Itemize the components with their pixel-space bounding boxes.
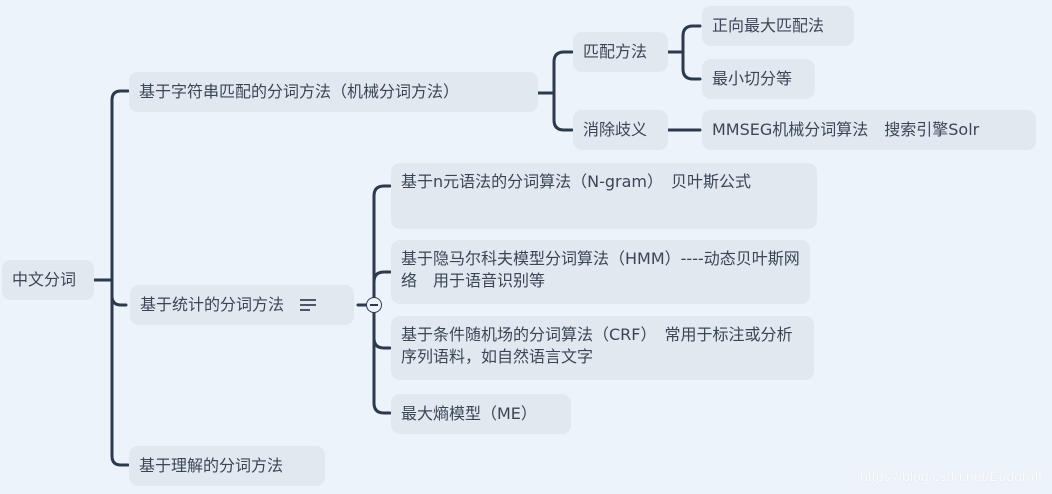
leaf-label: 正向最大匹配法 — [712, 16, 825, 35]
leaf-min-segmentation[interactable]: 最小切分等 — [702, 59, 815, 99]
branch-node-understanding[interactable]: 基于理解的分词方法 — [129, 446, 325, 486]
leaf-mmseg[interactable]: MMSEG机械分词算法 搜索引擎Solr — [702, 110, 1036, 150]
connector-b1-2 — [552, 91, 574, 132]
connector-b2-4 — [372, 303, 392, 415]
leaf-label: 基于隐马尔科夫模型分词算法（HMM）----动态贝叶斯网络 用于语音识别等 — [401, 249, 800, 290]
leaf-crf[interactable]: 基于条件随机场的分词算法（CRF） 常用于标注或分析序列语料，如自然语言文字 — [391, 316, 814, 380]
branch-node-string-matching[interactable]: 基于字符串匹配的分词方法（机械分词方法） — [129, 72, 538, 112]
connector-b2-2 — [372, 270, 392, 307]
leaf-hmm[interactable]: 基于隐马尔科夫模型分词算法（HMM）----动态贝叶斯网络 用于语音识别等 — [391, 240, 810, 304]
connector-branch-2 — [110, 278, 128, 307]
leaf-label: 最大熵模型（ME） — [401, 404, 537, 423]
notes-icon[interactable] — [300, 299, 317, 311]
leaf-forward-max-match[interactable]: 正向最大匹配法 — [702, 6, 854, 46]
connector-b2-1 — [372, 184, 392, 307]
connector-b1-1-2 — [681, 50, 702, 81]
subtopic-label: 匹配方法 — [583, 42, 648, 61]
branch-node-label: 基于统计的分词方法 — [140, 295, 285, 314]
watermark-text: https://blog.csdn.net/Eudoraff — [860, 468, 1042, 484]
leaf-label: MMSEG机械分词算法 搜索引擎Solr — [712, 120, 980, 139]
connector-branch-1 — [110, 89, 130, 282]
leaf-label: 基于条件随机场的分词算法（CRF） 常用于标注或分析序列语料，如自然语言文字 — [401, 325, 793, 366]
root-node[interactable]: 中文分词 — [2, 260, 94, 300]
root-node-label: 中文分词 — [12, 270, 77, 289]
leaf-ngram[interactable]: 基于n元语法的分词算法（N-gram） 贝叶斯公式 — [391, 163, 817, 229]
connector-b1-1 — [552, 50, 574, 95]
branch-node-statistical[interactable]: 基于统计的分词方法 — [130, 285, 354, 325]
leaf-label: 基于n元语法的分词算法（N-gram） 贝叶斯公式 — [401, 172, 752, 191]
subtopic-disambiguation[interactable]: 消除歧义 — [573, 110, 668, 150]
subtopic-matching-methods[interactable]: 匹配方法 — [573, 32, 668, 72]
branch-node-label: 基于理解的分词方法 — [139, 456, 284, 475]
connector-b1-1-1 — [681, 24, 702, 54]
branch-node-label: 基于字符串匹配的分词方法（机械分词方法） — [139, 82, 460, 101]
leaf-label: 最小切分等 — [712, 69, 793, 88]
collapse-toggle-button[interactable] — [366, 297, 382, 313]
subtopic-label: 消除歧义 — [583, 120, 648, 139]
leaf-max-entropy[interactable]: 最大熵模型（ME） — [391, 394, 571, 434]
connector-branch-3 — [110, 278, 130, 467]
